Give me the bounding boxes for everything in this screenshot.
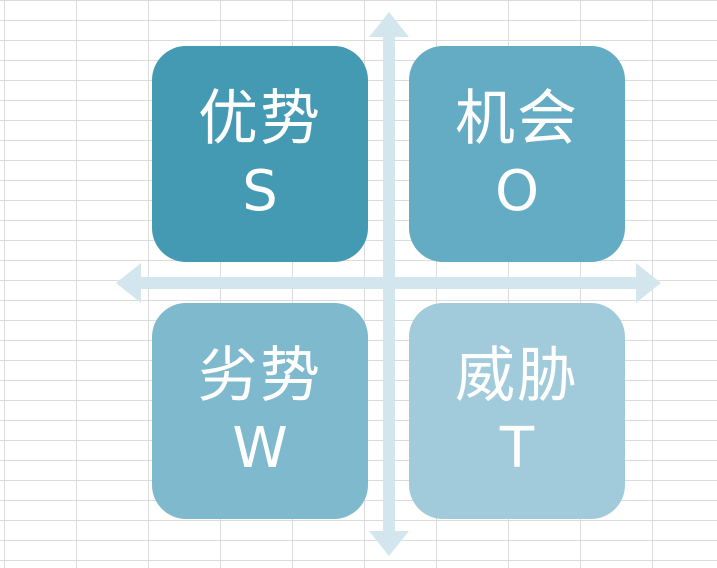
quadrant-letter: T	[499, 416, 535, 481]
quadrant-letter: W	[232, 416, 288, 481]
quadrant-letter: S	[242, 159, 278, 224]
quadrant-title: 劣势	[198, 341, 322, 411]
quadrant-letter: O	[494, 159, 540, 224]
horizontal-axis-arrow	[116, 263, 661, 303]
quadrant-threats: 威胁 T	[409, 303, 625, 519]
quadrant-strengths: 优势 S	[152, 46, 368, 262]
quadrant-weaknesses: 劣势 W	[152, 303, 368, 519]
quadrant-title: 威胁	[455, 341, 579, 411]
quadrant-title: 机会	[455, 84, 579, 154]
quadrant-opportunities: 机会 O	[409, 46, 625, 262]
quadrant-title: 优势	[198, 84, 322, 154]
